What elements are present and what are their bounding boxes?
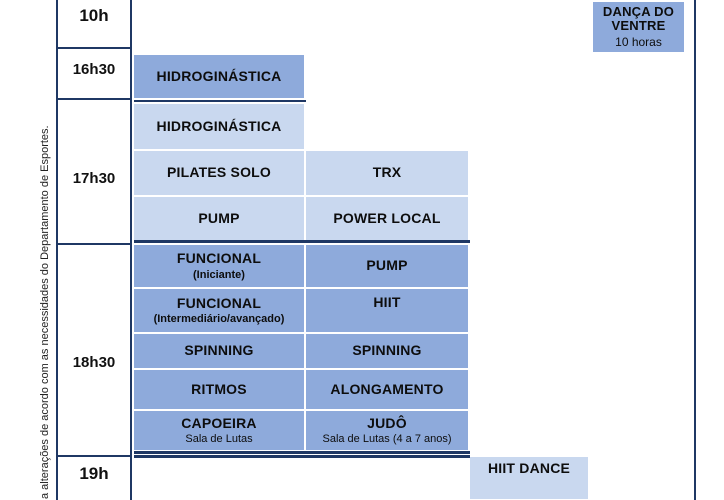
- row-rule: [134, 100, 306, 102]
- class-pump-1830: PUMP: [306, 245, 468, 288]
- time-label-17h30: 17h30: [58, 164, 130, 192]
- class-name: POWER LOCAL: [333, 209, 441, 226]
- class-hidroginastica-1630: HIDROGINÁSTICA: [134, 55, 304, 99]
- time-separator: [56, 98, 132, 100]
- class-capoeira: CAPOEIRA Sala de Lutas: [134, 411, 304, 451]
- class-pump-1730: PUMP: [134, 197, 304, 241]
- time-separator: [56, 243, 132, 245]
- side-note: a alterações de acordo com as necessidad…: [39, 125, 51, 499]
- class-detail: 10 horas: [615, 34, 662, 49]
- class-spinning-2: SPINNING: [306, 334, 468, 369]
- time-column-divider: [130, 0, 132, 500]
- class-spinning-1: SPINNING: [134, 334, 304, 369]
- time-label-16h30: 16h30: [58, 56, 130, 82]
- time-label-19h: 19h: [58, 460, 130, 488]
- class-danca-do-ventre: DANÇA DO VENTRE 10 horas: [593, 2, 684, 53]
- class-hidroginastica-1730: HIDROGINÁSTICA: [134, 104, 304, 150]
- frame-right-line: [694, 0, 696, 500]
- frame-left-line: [56, 0, 58, 500]
- class-ritmos: RITMOS: [134, 370, 304, 410]
- class-name: RITMOS: [191, 380, 247, 397]
- class-funcional-intermediario: FUNCIONAL (Intermediário/avançado): [134, 289, 304, 333]
- class-name: HIIT: [373, 294, 401, 310]
- class-judo: JUDÔ Sala de Lutas (4 a 7 anos): [306, 411, 468, 451]
- class-name: SPINNING: [184, 342, 254, 359]
- class-hiit-dance: HIIT DANCE: [470, 457, 588, 500]
- class-name: DANÇA DO VENTRE: [602, 3, 675, 34]
- class-name: SPINNING: [352, 342, 422, 359]
- class-detail: Sala de Lutas: [185, 433, 253, 446]
- class-name: FUNCIONAL: [176, 250, 262, 266]
- class-name: PUMP: [198, 209, 240, 226]
- row-rule: [134, 240, 470, 243]
- class-trx: TRX: [306, 151, 468, 196]
- class-name: TRX: [372, 164, 402, 181]
- row-rule: [134, 451, 470, 454]
- time-label-18h30: 18h30: [58, 348, 130, 376]
- class-detail: (Iniciante): [193, 268, 245, 281]
- class-funcional-iniciante: FUNCIONAL (Iniciante): [134, 245, 304, 288]
- row-rule: [134, 455, 470, 458]
- class-name: PUMP: [366, 257, 408, 274]
- class-name: HIDROGINÁSTICA: [156, 67, 282, 84]
- class-power-local: POWER LOCAL: [306, 197, 468, 241]
- class-hiit: HIIT: [306, 289, 468, 333]
- class-name: HIDROGINÁSTICA: [156, 117, 282, 134]
- class-name: CAPOEIRA: [181, 414, 257, 431]
- class-detail: Sala de Lutas (4 a 7 anos): [322, 433, 452, 446]
- class-name: JUDÔ: [367, 414, 407, 431]
- time-separator: [56, 47, 132, 49]
- class-name: PILATES SOLO: [166, 164, 272, 181]
- class-pilates-solo: PILATES SOLO: [134, 151, 304, 196]
- time-label-10h: 10h: [58, 2, 130, 30]
- class-alongamento: ALONGAMENTO: [306, 370, 468, 410]
- class-detail: (Intermediário/avançado): [153, 313, 285, 326]
- class-name: ALONGAMENTO: [330, 380, 444, 397]
- class-name: HIIT DANCE: [487, 460, 571, 476]
- time-separator: [56, 455, 132, 457]
- class-name: FUNCIONAL: [176, 294, 262, 311]
